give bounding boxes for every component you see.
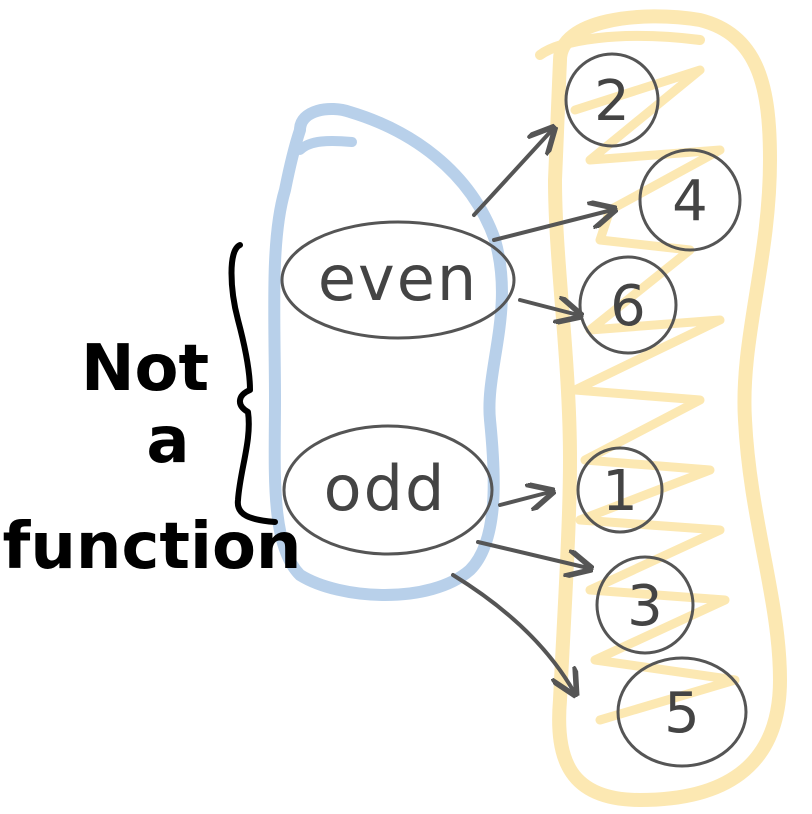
element-2-circle: [564, 52, 660, 148]
element-3-circle: [595, 555, 695, 655]
arrow-even-to-4: [492, 210, 612, 242]
element-2-label: 2: [594, 69, 630, 134]
annotation-line-2: a: [146, 404, 189, 478]
curly-brace: [228, 242, 278, 525]
element-1-circle: [576, 446, 664, 534]
codomain-element-4: 4: [638, 148, 742, 252]
element-4-label: 4: [672, 169, 708, 234]
even-oval: [280, 220, 516, 340]
odd-oval: [282, 424, 494, 556]
codomain-element-6: 6: [578, 255, 678, 355]
domain-element-even: even: [280, 220, 516, 340]
domain-set: [268, 103, 508, 601]
element-5-label: 5: [664, 681, 700, 746]
arrow-odd-to-5: [451, 573, 574, 692]
element-5-circle: [616, 656, 748, 768]
arrow-odd-to-1: [498, 492, 550, 505]
element-3-label: 3: [627, 574, 663, 639]
element-4-circle: [638, 148, 742, 252]
codomain-element-3: 3: [595, 555, 695, 655]
annotation: Not a function: [3, 242, 302, 584]
annotation-line-3: function: [3, 510, 302, 584]
annotation-line-1: Not: [81, 332, 209, 406]
domain-element-odd: odd: [282, 424, 494, 556]
codomain-element-5: 5: [616, 656, 748, 768]
codomain-element-2: 2: [564, 52, 660, 148]
mapping-arrows: [451, 130, 612, 692]
element-6-label: 6: [610, 274, 646, 339]
arrow-even-to-2: [472, 130, 552, 217]
arrow-even-to-6: [518, 300, 578, 315]
odd-label: odd: [324, 452, 447, 525]
codomain-set: [535, 9, 787, 807]
element-1-label: 1: [602, 459, 638, 524]
codomain-element-1: 1: [576, 446, 664, 534]
even-label: even: [318, 242, 478, 315]
arrow-odd-to-3: [476, 540, 588, 568]
